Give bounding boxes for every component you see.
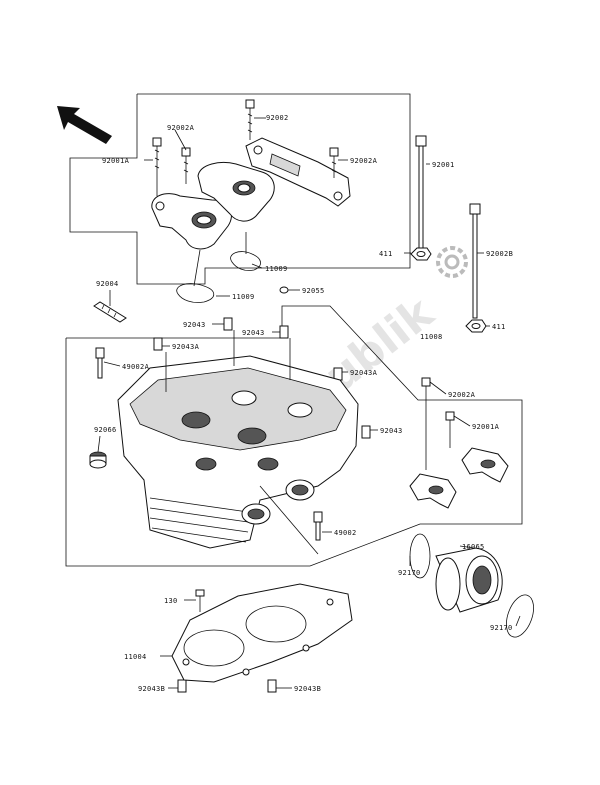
rocker-cap-lower-left (409, 473, 457, 509)
stud-92004 (93, 301, 127, 323)
label-11004: 11004 (124, 653, 147, 661)
label-92001a-lower: 92001A (472, 423, 500, 431)
rocker-shaft-holder (245, 137, 351, 207)
intake-port-left (241, 503, 271, 525)
label-92043b-left: 92043B (138, 685, 165, 693)
part-labels: 92002A 92002 92001A 92002A 92001 411 920… (94, 114, 513, 693)
label-92043-b: 92043 (242, 329, 265, 337)
o-ring-11009-b (176, 283, 215, 303)
bolt-130 (195, 589, 205, 612)
label-11008: 11008 (420, 333, 443, 341)
leader-lines (97, 117, 521, 689)
bolt-92002 (245, 99, 255, 140)
rocker-arm-right (197, 162, 275, 222)
label-49002: 49002 (334, 529, 357, 537)
bolt-92002a-lower (421, 377, 431, 470)
label-16065: 16065 (462, 543, 485, 551)
rocker-cap-lower-right (461, 447, 509, 483)
label-92170-b: 92170 (490, 624, 513, 632)
label-92043a-right: 92043A (350, 369, 378, 377)
dowel-92043b-right (267, 679, 277, 693)
label-92001: 92001 (432, 161, 455, 169)
label-49002a: 49002A (122, 363, 150, 371)
label-92002a-top: 92002A (167, 124, 195, 132)
label-11009-a: 11009 (265, 265, 288, 273)
washer-411-bottom (465, 319, 487, 333)
plug-49002a (95, 347, 105, 379)
washer-411-top (410, 247, 432, 261)
label-92004: 92004 (96, 280, 119, 288)
front-direction-arrow-icon (57, 106, 112, 144)
intake-port-right (285, 479, 315, 501)
label-92043a-left: 92043A (172, 343, 200, 351)
label-11009-b: 11009 (232, 293, 255, 301)
label-92043b-right: 92043B (294, 685, 321, 693)
dowel-92043-c (361, 425, 371, 439)
o-ring-92055 (279, 286, 289, 294)
o-ring-11009-a (230, 251, 261, 271)
rocker-arm-left (151, 193, 232, 250)
label-92043-a: 92043 (183, 321, 206, 329)
label-92055: 92055 (302, 287, 325, 295)
label-411-top: 411 (379, 250, 393, 258)
long-bolt-92001 (415, 135, 427, 251)
label-92002a-lower: 92002A (448, 391, 476, 399)
bolt-92002a-right (329, 147, 339, 178)
label-92002a-right: 92002A (350, 157, 378, 165)
label-92002b: 92002B (486, 250, 513, 258)
bolt-92002a-top (181, 147, 191, 184)
clamp-92170-b (506, 594, 534, 638)
upper-assembly-frame (69, 93, 411, 285)
label-92001a-top: 92001A (102, 157, 130, 165)
intake-holder-16065 (435, 547, 503, 613)
bolt-92001a-lower (445, 411, 455, 448)
label-92170-a: 92170 (398, 569, 421, 577)
label-92066: 92066 (94, 426, 117, 434)
plug-49002 (313, 511, 323, 541)
cylinder-head-frame (65, 305, 523, 567)
cap-92066 (89, 451, 107, 469)
dowel-92043b-left (177, 679, 187, 693)
gear-watermark-icon (436, 246, 468, 278)
long-bolt-92002b (469, 203, 481, 319)
dowel-92043a-left (153, 337, 163, 351)
label-92002: 92002 (266, 114, 289, 122)
cylinder-head (117, 355, 359, 549)
dowel-92043-b (279, 325, 289, 339)
head-gasket-11004 (171, 583, 353, 683)
label-130: 130 (164, 597, 178, 605)
label-92043-c: 92043 (380, 427, 403, 435)
bolt-92001a-top (152, 137, 162, 196)
dowel-92043-a (223, 317, 233, 331)
label-411-bottom: 411 (492, 323, 506, 331)
dowel-92043a-right (333, 367, 343, 381)
